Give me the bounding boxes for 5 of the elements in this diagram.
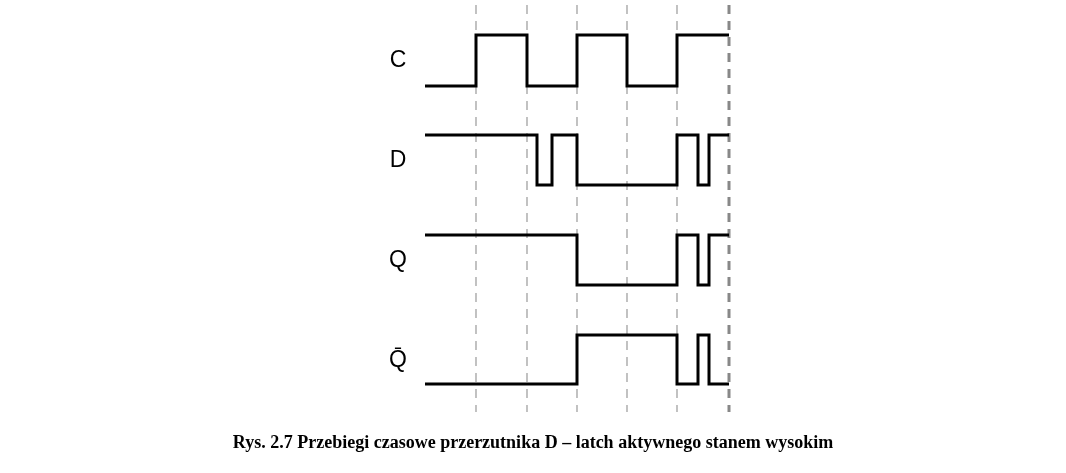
signal-label: D <box>388 148 408 171</box>
signal-label: C <box>388 48 408 71</box>
signal-label: Q <box>388 248 408 271</box>
caption: Rys. 2.7 Przebiegi czasowe przerzutnika D – latch aktywnego stanem wysokim <box>231 431 835 454</box>
signal-label: Q̄ <box>388 348 408 371</box>
